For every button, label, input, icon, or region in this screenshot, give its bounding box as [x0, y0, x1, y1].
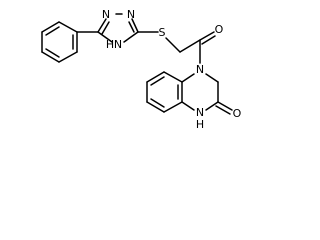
benzo-ring	[146, 71, 183, 113]
atom-h-quinoxaline-nh: H	[196, 118, 204, 131]
sulfur-methylene-bond	[165, 37, 181, 53]
phenyl-ring	[41, 21, 78, 63]
dihydroquinoxaline-ring	[181, 73, 219, 111]
amide-carbonyl-double-bond	[199, 31, 215, 41]
molecule-canvas: N N N H S O N N H O	[41, 8, 242, 131]
atom-n-triazole-2: N	[127, 8, 135, 21]
molecule-structure: N N N H S O N N H O	[41, 8, 242, 131]
atom-h-triazole-nh: H	[106, 38, 114, 51]
methylene-carbonyl-bond	[179, 39, 201, 53]
lactam-carbonyl-double-bond	[217, 101, 233, 111]
atom-o-lactam: O	[233, 107, 242, 120]
atom-sulfur: S	[159, 26, 166, 39]
atom-n-triazole-nh: N	[114, 38, 122, 51]
atom-o-amide: O	[215, 23, 224, 36]
atom-n-quinoxaline-acyl: N	[196, 63, 204, 76]
triazole-ring	[97, 13, 139, 43]
atom-n-triazole-1: N	[102, 8, 110, 21]
atom-n-quinoxaline-nh: N	[196, 106, 204, 119]
